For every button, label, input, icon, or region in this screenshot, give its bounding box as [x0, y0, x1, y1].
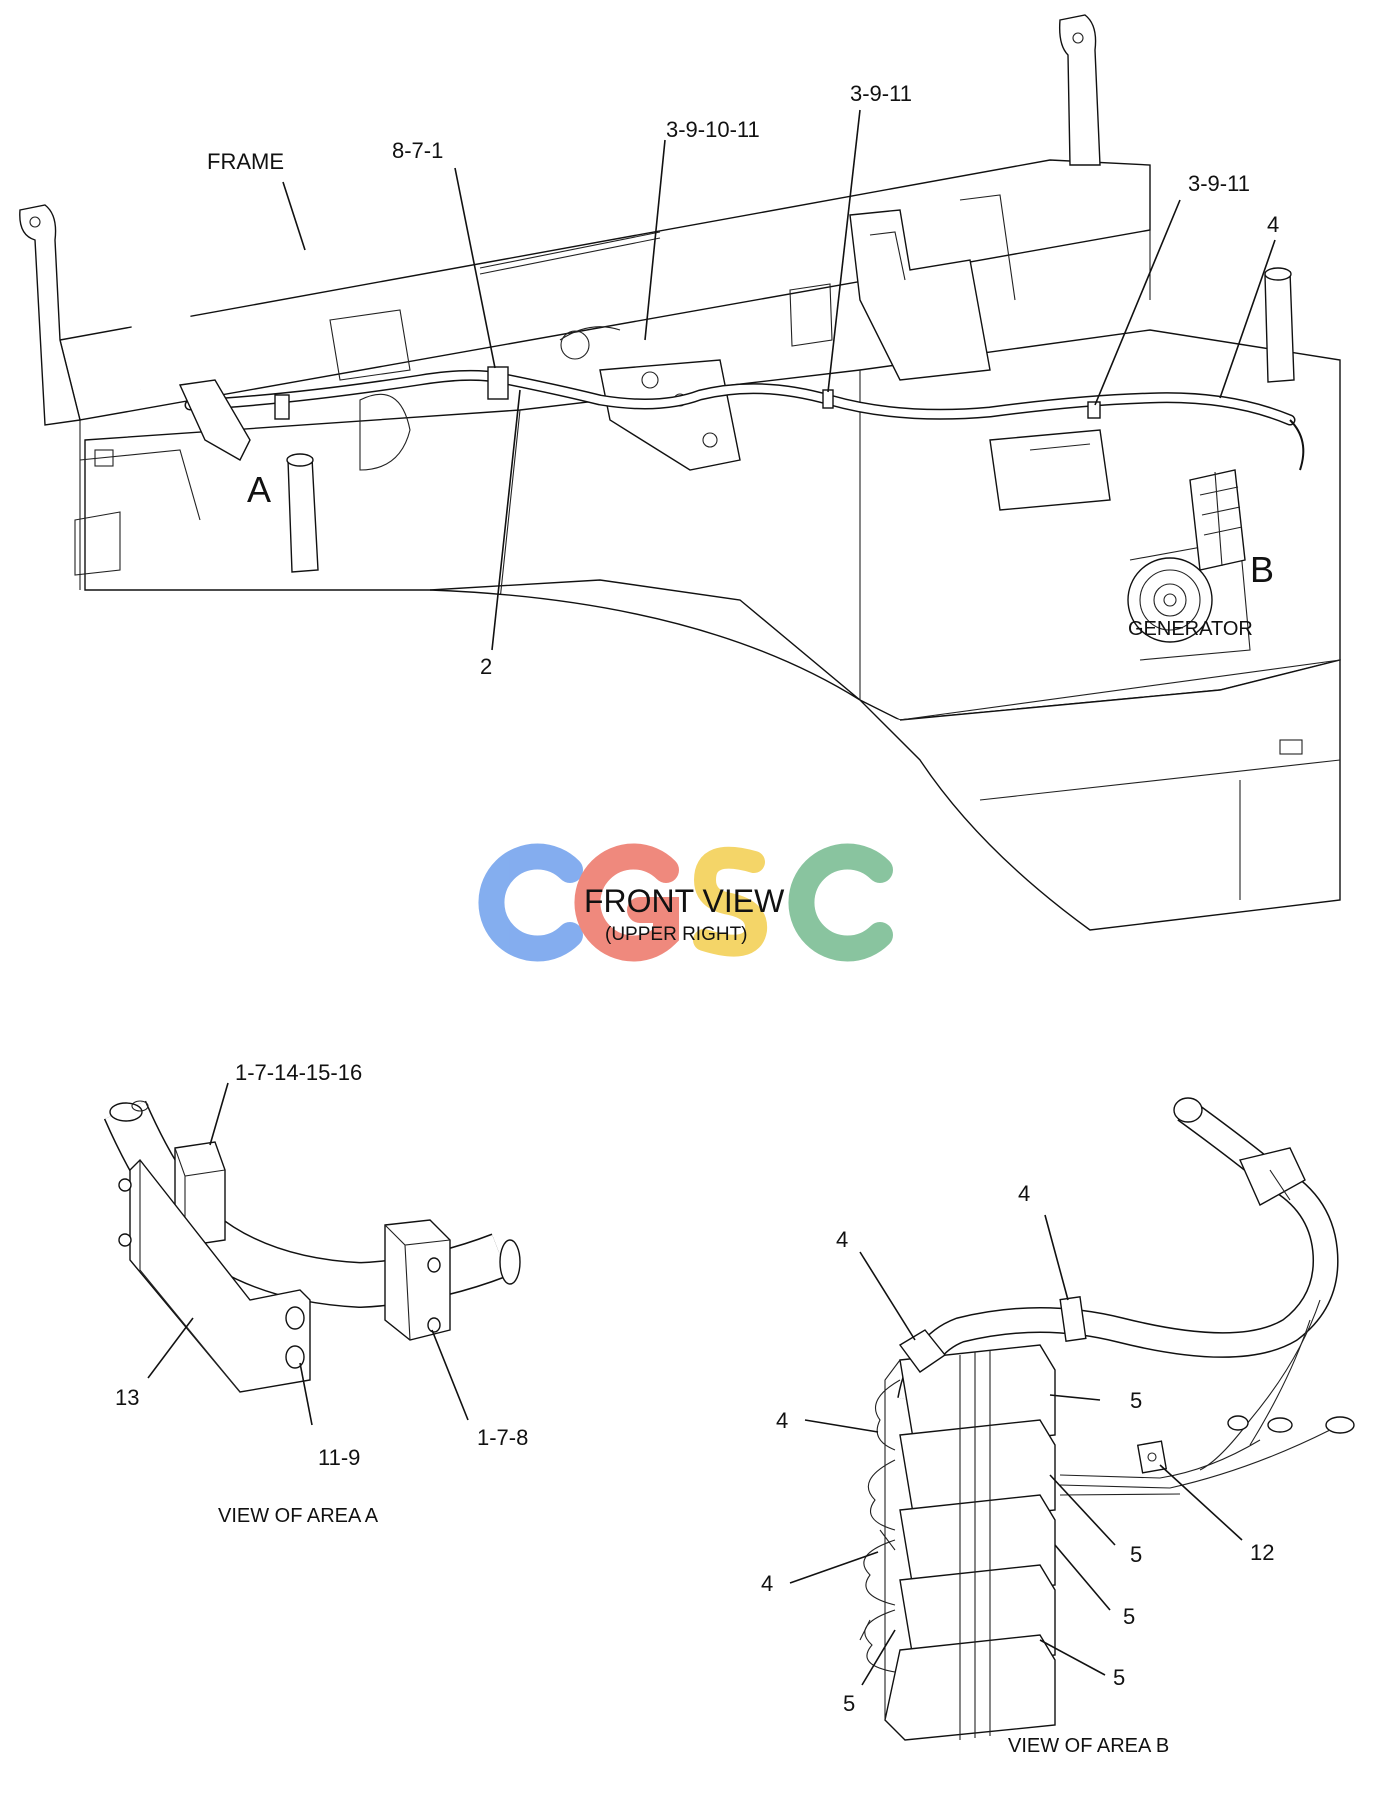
- label-frame: FRAME: [207, 149, 284, 174]
- callout-2: 2: [480, 654, 492, 679]
- view-area-a-leaders: [147, 1082, 469, 1426]
- view-area-b-drawing: [859, 1097, 1355, 1741]
- fuse-block-stack: [884, 1344, 1056, 1741]
- callout-5-c: 5: [1123, 1604, 1135, 1629]
- view-area-a-drawing: [103, 1100, 521, 1393]
- view-area-b-caption: VIEW OF AREA B: [1008, 1735, 1169, 1757]
- callout-5-b: 5: [1130, 1542, 1142, 1567]
- callout-5-a: 5: [1130, 1388, 1142, 1413]
- callout-3-9-11-right: 3-9-11: [1188, 171, 1250, 196]
- label-generator: GENERATOR: [1128, 618, 1253, 640]
- area-b-marker: B: [1250, 549, 1274, 590]
- callout-12: 12: [1250, 1540, 1274, 1565]
- callout-11-9: 11-9: [318, 1445, 360, 1470]
- callout-5-e: 5: [843, 1691, 855, 1716]
- callout-1-7-14-15-16: 1-7-14-15-16: [235, 1060, 362, 1085]
- view-area-a-labels: 1-7-14-15-16 13 11-9 1-7-8 VIEW OF AREA …: [115, 1060, 528, 1527]
- front-view-subtitle: (UPPER RIGHT): [605, 924, 748, 945]
- callout-4-upper: 4: [836, 1227, 848, 1252]
- view-area-a-caption: VIEW OF AREA A: [218, 1505, 379, 1527]
- wire-loops: [859, 1379, 901, 1673]
- watermark-logo: [478, 843, 893, 962]
- callout-4-mid: 4: [776, 1408, 788, 1433]
- front-view-labels: FRAME 8-7-1 3-9-10-11 3-9-11 3-9-11 4 2 …: [207, 81, 1279, 945]
- callout-3-9-11-top: 3-9-11: [850, 81, 912, 106]
- area-a-marker: A: [247, 469, 271, 510]
- front-view-leaders: [282, 109, 1276, 651]
- front-view-title: FRONT VIEW: [584, 883, 785, 919]
- front-view-machine: [19, 14, 1341, 931]
- cable-harness: [178, 366, 1305, 471]
- callout-8-7-1: 8-7-1: [392, 138, 443, 163]
- callout-4-top: 4: [1018, 1181, 1030, 1206]
- view-area-b-leaders: [789, 1214, 1243, 1686]
- view-area-b-labels: 4 4 4 4 5 5 5 5 5 12 VIEW OF AREA B: [761, 1181, 1274, 1757]
- connector-block-b: [1189, 469, 1246, 571]
- callout-3-9-10-11: 3-9-10-11: [666, 117, 760, 142]
- callout-4: 4: [1267, 212, 1279, 237]
- generator-pulley: [1127, 539, 1251, 661]
- callout-13: 13: [115, 1385, 139, 1410]
- callout-1-7-8: 1-7-8: [477, 1425, 528, 1450]
- callout-5-d: 5: [1113, 1665, 1125, 1690]
- callout-4-low: 4: [761, 1571, 773, 1596]
